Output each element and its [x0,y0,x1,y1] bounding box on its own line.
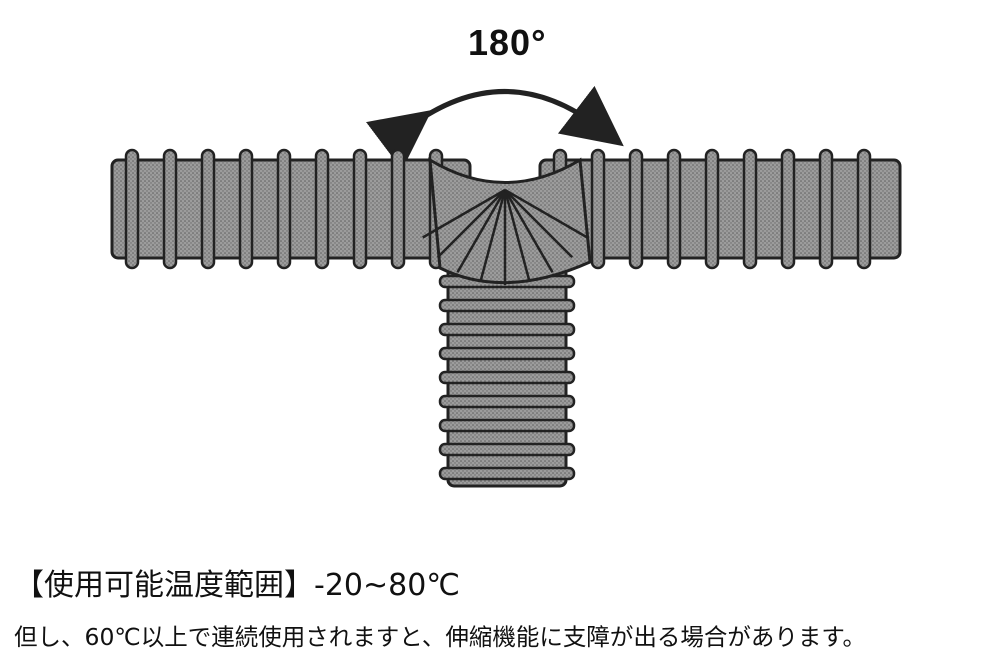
vertical-arm-rib [438,346,576,361]
temperature-range-text: 【使用可能温度範囲】-20~80℃ [14,568,461,603]
right-hose-arm [538,148,902,270]
joint-rib [436,189,506,259]
vertical-arm-rib [438,394,576,409]
left-arm-rib [124,148,140,270]
flexible-hose-illustration [110,85,902,488]
vertical-arm-rib [438,418,576,433]
left-arm-rib [238,148,254,270]
joint-rib [503,189,531,283]
left-arm-rib [390,148,406,270]
right-arm-rib [590,148,606,270]
hose-diagram: 180° [110,22,902,488]
right-arm-rib [818,148,834,270]
joint-rib [504,189,574,259]
joint-rib [504,188,588,239]
joint-rib [479,189,507,283]
left-arm-rib [200,148,216,270]
rotation-arrow-icon [365,85,624,171]
left-arm-rib [276,148,292,270]
right-arm-rib [856,148,872,270]
left-arm-rib [162,148,178,270]
right-arm-rib [628,148,644,270]
rotation-angle-label: 180° [468,22,547,63]
left-hose-arm [110,148,472,270]
vertical-hose-arm [438,266,576,488]
right-arm-rib [742,148,758,270]
vertical-arm-rib [438,370,576,385]
joint-rib [456,189,507,273]
usage-note-text: 但し、60℃以上で連続使用されますと、伸縮機能に支障が出る場合があります。 [14,623,867,651]
hose-bend-joint [422,157,592,285]
left-arm-rib [352,148,368,270]
joint-rib [422,188,506,239]
vertical-arm-rib [438,298,576,313]
left-arm-rib [314,148,330,270]
vertical-arm-rib [438,322,576,337]
joint-rib [503,189,554,273]
right-arm-rib [666,148,682,270]
vertical-arm-rib [438,466,576,481]
right-arm-rib [704,148,720,270]
right-arm-rib [780,148,796,270]
vertical-arm-rib [438,442,576,457]
